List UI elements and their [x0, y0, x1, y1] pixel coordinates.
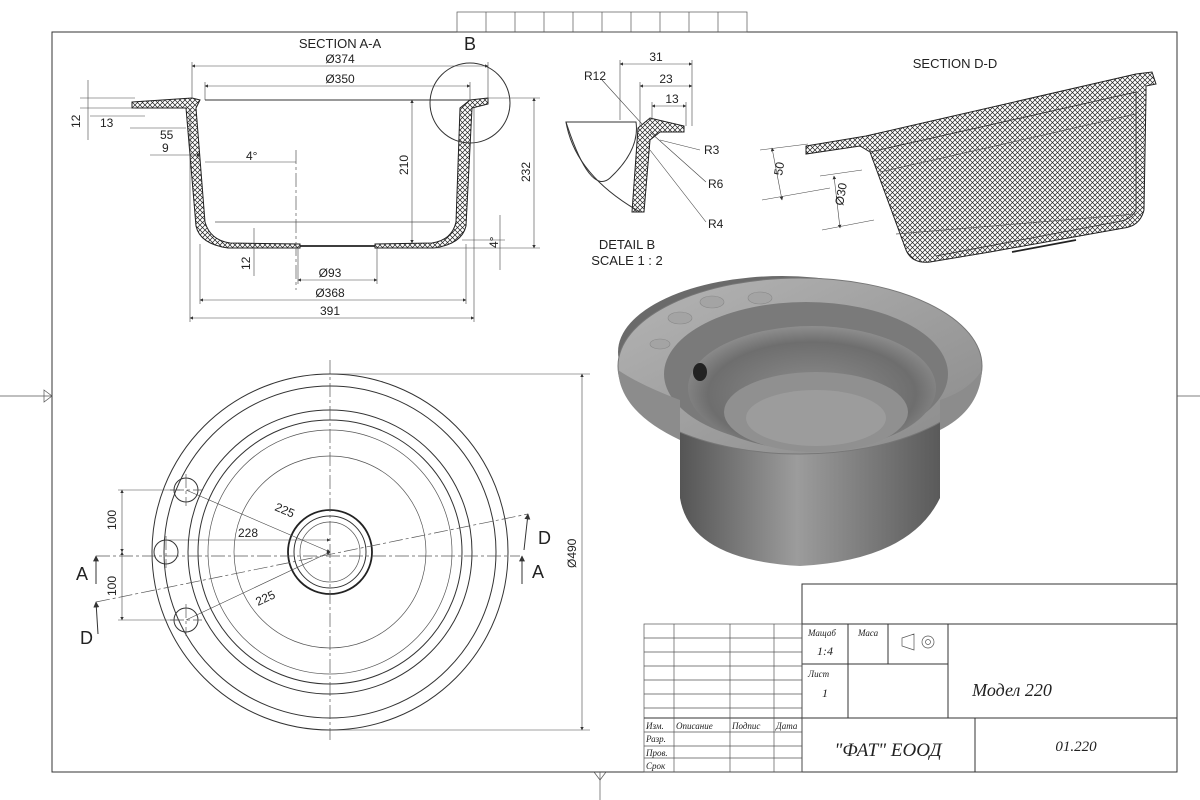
dim-t12-bottom: 12 [239, 256, 253, 270]
dim-l9: 9 [162, 141, 169, 155]
dim-r12: R12 [584, 69, 606, 83]
plan-view: 225 228 225 100 100 Ø490 A A D D [76, 360, 590, 740]
dim-plan-225-top: 225 [273, 500, 297, 521]
dim-r4: R4 [708, 217, 724, 231]
dim-w391: 391 [320, 304, 340, 318]
section-mark-a-left: A [76, 564, 88, 584]
title-col-opisanie: Описание [676, 721, 713, 731]
dim-h210: 210 [397, 155, 411, 175]
title-block: Мащаб 1:4 Маса Лист 1 Модел 220 "ФАТ" ЕО… [643, 583, 1178, 773]
detail-b-title: DETAIL B [599, 237, 655, 252]
section-mark-d-left: D [80, 628, 93, 648]
section-dd-view: SECTION D-D 50 Ø30 [759, 56, 1157, 263]
sheet-frame [0, 11, 1200, 800]
dim-d30: Ø30 [832, 181, 850, 206]
dim-d368: Ø368 [315, 286, 345, 300]
detail-b-view: 31 23 13 R12 R3 R6 R4 DETAIL B SCALE 1 :… [565, 50, 724, 268]
title-scale-label: Мащаб [807, 628, 836, 638]
overflow-hole [693, 363, 707, 381]
title-row-prov: Пров. [645, 748, 668, 758]
title-mass-label: Маса [857, 628, 879, 638]
section-aa-view: SECTION A-A B Ø374 Ø350 12 13 55 9 4° [69, 34, 540, 322]
title-drawing-number: 01.220 [1055, 739, 1097, 755]
sink-3d-render [617, 276, 983, 566]
dim-d374: Ø374 [325, 52, 355, 66]
section-mark-a-right: A [532, 562, 544, 582]
title-col-izm: Изм. [645, 721, 664, 731]
section-aa-wall-right [374, 97, 489, 249]
detail-b-callout-circle [429, 62, 511, 144]
dim-l55: 55 [160, 128, 174, 142]
title-company: "ФАТ" ЕООД [834, 740, 942, 761]
dim-h232: 232 [519, 162, 533, 182]
detail-b-scale: SCALE 1 : 2 [591, 253, 663, 268]
title-col-podpis: Подпис [731, 721, 760, 731]
dim-plan-100-bottom: 100 [105, 576, 119, 596]
title-col-data: Дата [775, 721, 798, 731]
title-sheet-label: Лист [807, 669, 830, 679]
dim-angle-4-b: 4° [487, 236, 501, 248]
section-aa-wall [131, 97, 301, 249]
dim-23: 23 [659, 72, 673, 86]
dim-r6: R6 [708, 177, 724, 191]
dim-plan-d490: Ø490 [565, 538, 579, 568]
dim-angle-4-a: 4° [246, 149, 258, 163]
dim-plan-100-top: 100 [105, 510, 119, 530]
dim-plan-228: 228 [238, 526, 258, 540]
title-row-razr: Разр. [645, 734, 666, 744]
title-scale-value: 1:4 [817, 644, 833, 658]
section-dd-wall [805, 71, 1157, 263]
section-aa-title: SECTION A-A [299, 36, 382, 51]
projection-symbol-icon [901, 633, 935, 651]
title-sheet-value: 1 [822, 686, 828, 700]
dim-t12-top: 12 [69, 114, 83, 128]
title-model-name: Модел 220 [971, 680, 1052, 700]
dim-r3: R3 [704, 143, 720, 157]
dim-l13: 13 [100, 116, 114, 130]
dim-h50: 50 [771, 161, 787, 177]
dim-d350: Ø350 [325, 72, 355, 86]
detail-b-wall [631, 117, 685, 213]
detail-b-callout-label: B [464, 34, 476, 54]
title-row-srok: Срок [646, 761, 666, 771]
dim-plan-225-bottom: 225 [253, 587, 277, 608]
dim-31: 31 [649, 50, 663, 64]
section-dd-title: SECTION D-D [913, 56, 998, 71]
dim-d93: Ø93 [319, 266, 342, 280]
section-mark-d-right: D [538, 528, 551, 548]
dim-13: 13 [665, 92, 679, 106]
